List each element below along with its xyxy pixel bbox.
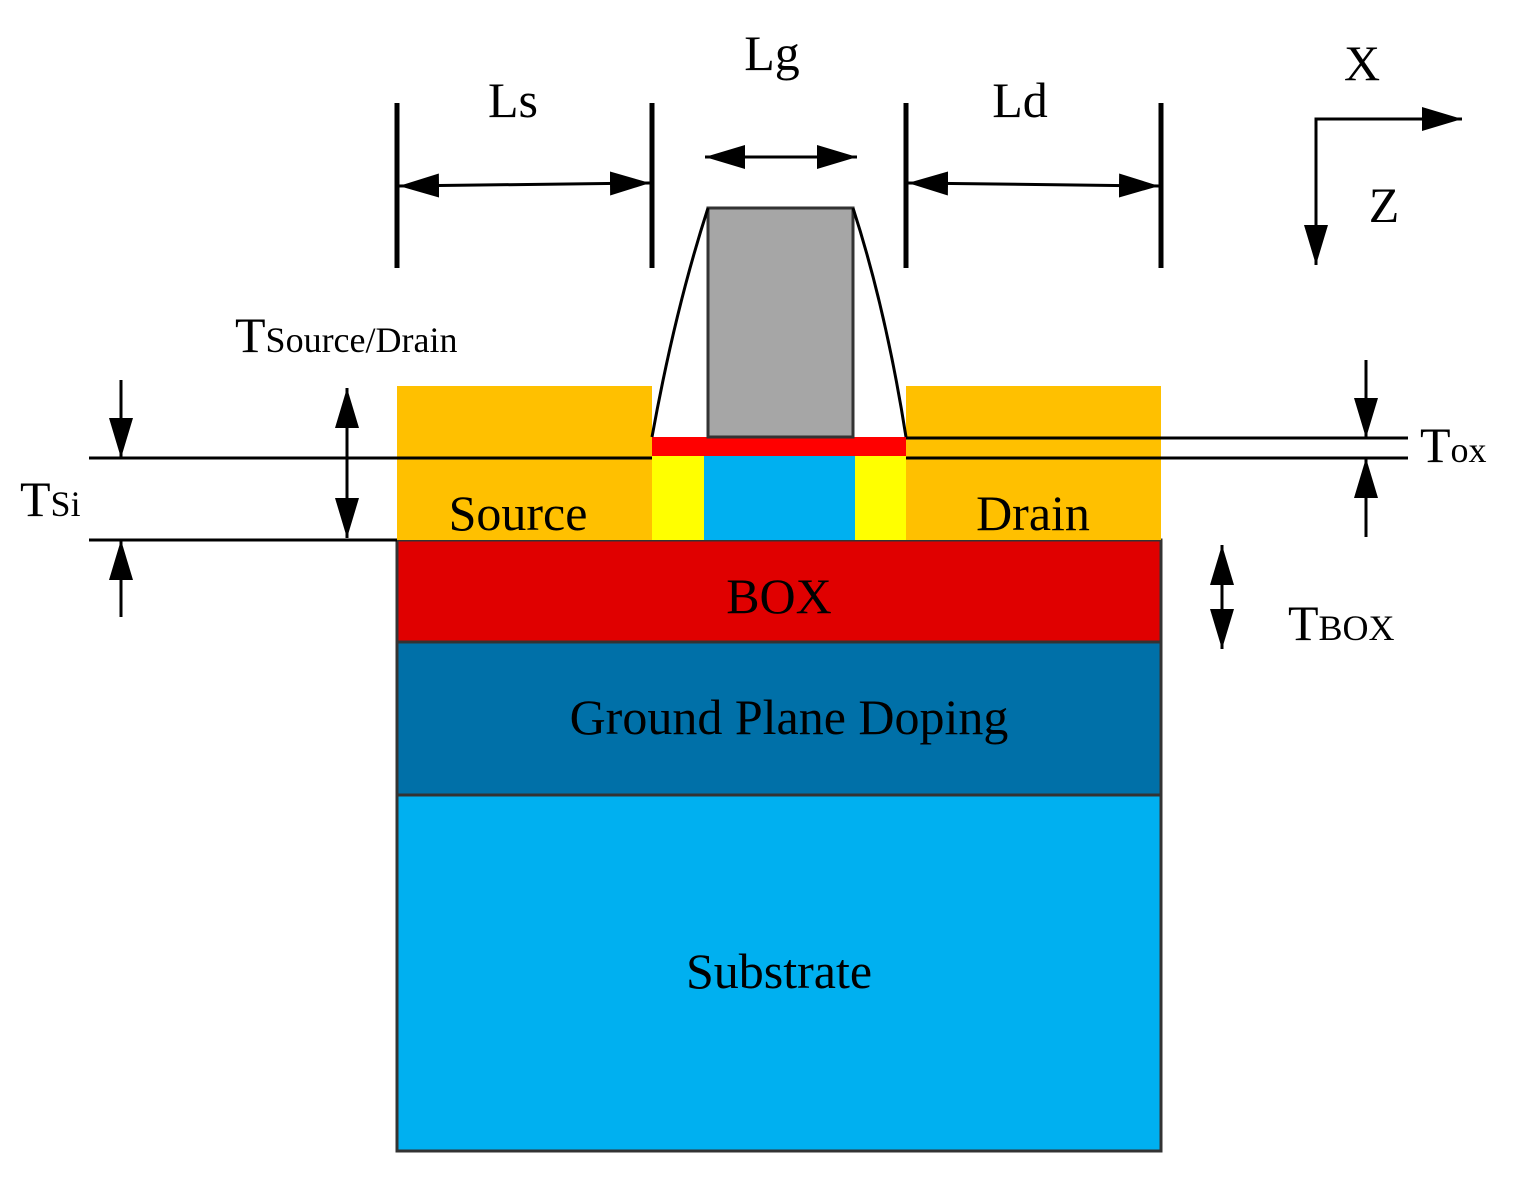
right-spacer <box>851 207 908 438</box>
tsi-label: TSi <box>20 471 81 527</box>
tsd-label-main: T <box>235 307 266 363</box>
source-region <box>397 386 652 540</box>
tsd-label-sub: Source/Drain <box>266 320 458 360</box>
tsi-label-sub: Si <box>51 484 81 524</box>
ld-label: Ld <box>992 72 1048 128</box>
right-extension <box>855 456 906 540</box>
tbox-label-main: T <box>1288 595 1319 651</box>
box-label: BOX <box>726 568 832 624</box>
ld-arrow <box>907 171 1160 198</box>
drain-label: Drain <box>976 485 1090 541</box>
tox-label: Tox <box>1420 417 1487 473</box>
substrate-label: Substrate <box>686 943 872 999</box>
left-spacer <box>650 207 710 438</box>
ls-label: Ls <box>488 72 538 128</box>
tbox-label-sub: BOX <box>1319 608 1395 648</box>
lg-label: Lg <box>744 25 800 81</box>
drain-region <box>906 386 1161 540</box>
tsi-label-main: T <box>20 471 51 527</box>
ls-arrow <box>398 171 651 198</box>
gate-electrode <box>706 206 855 439</box>
ground-plane-label: Ground Plane Doping <box>570 689 1009 745</box>
gate-oxide <box>652 437 906 456</box>
tsd-label: TSource/Drain <box>235 307 457 363</box>
tbox-label: TBOX <box>1288 595 1395 651</box>
source-label: Source <box>449 485 588 541</box>
channel-region <box>704 456 855 540</box>
substrate-region <box>395 793 1163 1153</box>
tox-label-main: T <box>1420 417 1451 473</box>
x-axis-label: X <box>1344 35 1380 91</box>
left-extension <box>652 456 704 540</box>
tox-label-sub: ox <box>1451 430 1487 470</box>
ground-plane-region <box>395 640 1163 797</box>
z-axis-label: Z <box>1369 177 1400 233</box>
